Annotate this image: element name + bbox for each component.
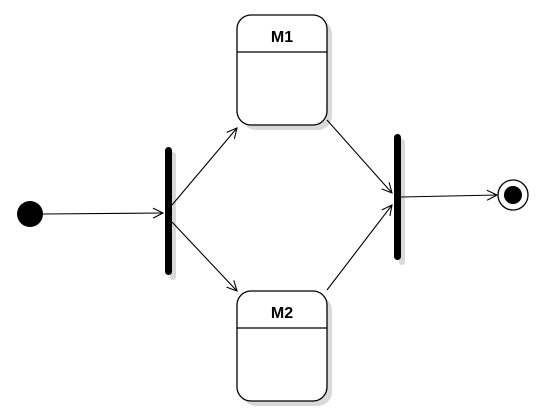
transition-fork-to-m1	[171, 128, 237, 206]
transition-fork-to-m2	[171, 221, 237, 291]
state-m1: M1	[236, 14, 332, 130]
final-node	[497, 179, 529, 211]
transition-join-to-final	[400, 195, 497, 197]
join-bar	[394, 134, 401, 260]
state-m2: M2	[236, 290, 332, 406]
transition-m2-to-join	[326, 205, 392, 291]
fork-bar	[165, 147, 172, 275]
state-m2-label: M2	[271, 305, 293, 322]
transition-m1-to-join	[326, 119, 392, 193]
transition-initial-to-fork	[42, 213, 163, 214]
state-m1-label: M1	[271, 29, 293, 46]
initial-node	[17, 201, 43, 227]
